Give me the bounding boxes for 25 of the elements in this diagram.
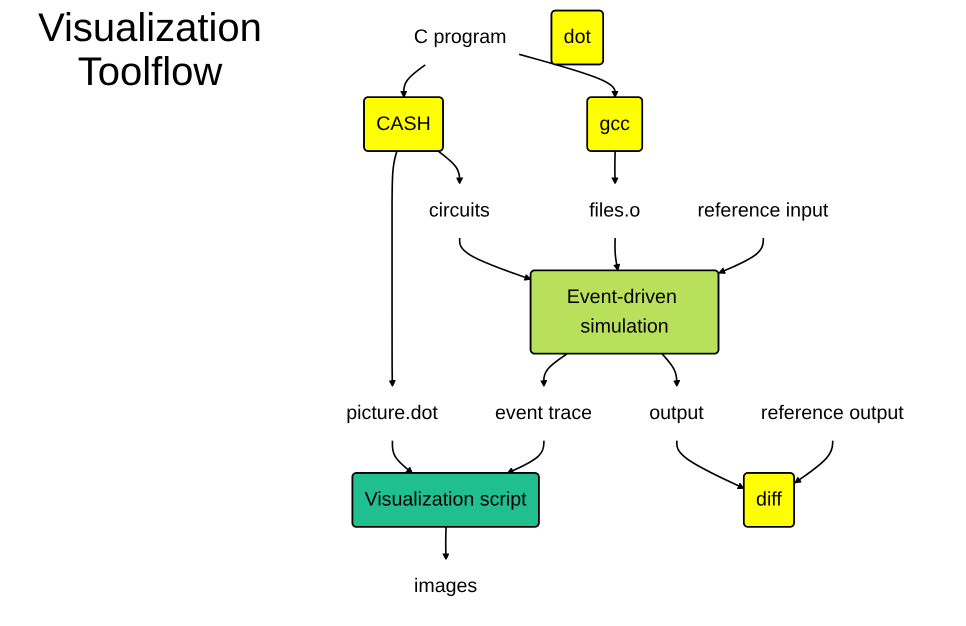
arrow bbox=[540, 353, 568, 388]
node-text: reference input bbox=[698, 199, 828, 222]
arrow bbox=[392, 440, 413, 474]
arrow bbox=[662, 354, 680, 388]
node-text: event trace bbox=[495, 402, 592, 424]
diagram-title: Visualization Toolflow bbox=[37, 6, 263, 94]
node-text: reference output bbox=[760, 402, 904, 424]
node-text: output bbox=[649, 402, 704, 424]
arrow bbox=[518, 54, 619, 98]
node-text: files.o bbox=[589, 199, 640, 222]
arrow bbox=[438, 150, 464, 184]
arrow bbox=[611, 151, 619, 184]
arrow bbox=[442, 527, 450, 560]
node-text: images bbox=[414, 575, 478, 598]
arrow bbox=[794, 440, 834, 484]
arrow bbox=[388, 151, 398, 388]
node-text: C program bbox=[414, 26, 506, 48]
arrow bbox=[718, 238, 764, 274]
node-text: circuits bbox=[428, 199, 490, 222]
arrow bbox=[506, 440, 545, 474]
node-text: picture.dot bbox=[346, 402, 438, 424]
arrow bbox=[400, 64, 426, 98]
arrow bbox=[613, 238, 620, 272]
arrow bbox=[458, 238, 532, 281]
arrow bbox=[676, 440, 745, 490]
